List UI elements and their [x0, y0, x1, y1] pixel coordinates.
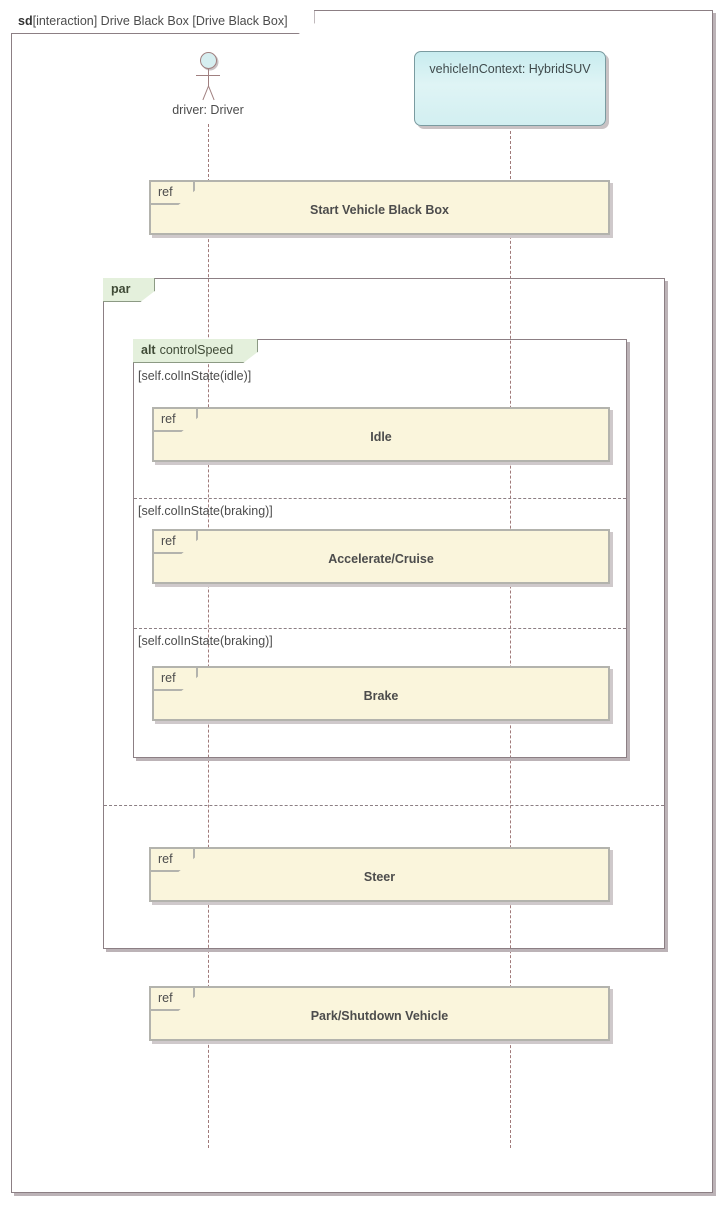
- lifeline-label-driver: driver: Driver: [172, 103, 244, 117]
- ref-title: Start Vehicle Black Box: [310, 203, 449, 217]
- guard-condition-3: [self.colInState(braking)]: [138, 634, 273, 648]
- sd-frame-title: [interaction] Drive Black Box [Drive Bla…: [32, 14, 288, 28]
- ref-title: Idle: [370, 430, 392, 444]
- alt-operator: alt: [141, 343, 156, 357]
- ref-fragment-steer[interactable]: ref Steer: [149, 847, 610, 902]
- ref-title: Steer: [363, 870, 396, 884]
- ref-fragment-accelerate-cruise[interactable]: ref Accelerate/Cruise: [152, 529, 610, 584]
- ref-title: Brake: [363, 689, 399, 703]
- ref-fragment-start-vehicle-black-box[interactable]: ref Start Vehicle Black Box: [149, 180, 610, 235]
- actor-body-icon: [190, 69, 226, 101]
- lifeline-vehicle: [510, 126, 511, 1148]
- par-operand-divider-1: [104, 805, 664, 806]
- ref-tag: ref: [149, 847, 195, 872]
- lifeline-driver: [208, 124, 209, 1148]
- guard-condition-1: [self.colInState(idle)]: [138, 369, 252, 383]
- lifeline-label-vehicle: vehicleInContext: HybridSUV: [429, 62, 591, 76]
- ref-tag: ref: [149, 180, 195, 205]
- ref-fragment-idle[interactable]: ref Idle: [152, 407, 610, 462]
- ref-title: Accelerate/Cruise: [328, 552, 434, 566]
- ref-fragment-brake[interactable]: ref Brake: [152, 666, 610, 721]
- ref-tag: ref: [152, 666, 198, 691]
- ref-tag: ref: [149, 986, 195, 1011]
- ref-fragment-park-shutdown-vehicle[interactable]: ref Park/Shutdown Vehicle: [149, 986, 610, 1041]
- guard-condition-2: [self.colInState(braking)]: [138, 504, 273, 518]
- par-operator: par: [111, 282, 131, 296]
- ref-tag: ref: [152, 407, 198, 432]
- alt-operand-divider-2: [134, 628, 626, 629]
- ref-title: Park/Shutdown Vehicle: [310, 1009, 449, 1023]
- sd-frame-label: sd[interaction] Drive Black Box [Drive B…: [11, 10, 315, 34]
- lifeline-head-driver[interactable]: driver: Driver: [148, 52, 268, 117]
- alt-name: controlSpeed: [159, 343, 234, 357]
- sd-frame-kind: sd: [18, 14, 33, 28]
- combined-fragment-alt[interactable]: [133, 339, 627, 758]
- actor-head-icon: [199, 52, 217, 69]
- ref-tag: ref: [152, 529, 198, 554]
- combined-fragment-par[interactable]: [103, 278, 665, 949]
- alt-operand-divider-1: [134, 498, 626, 499]
- lifeline-head-vehicle[interactable]: vehicleInContext: HybridSUV: [414, 51, 606, 126]
